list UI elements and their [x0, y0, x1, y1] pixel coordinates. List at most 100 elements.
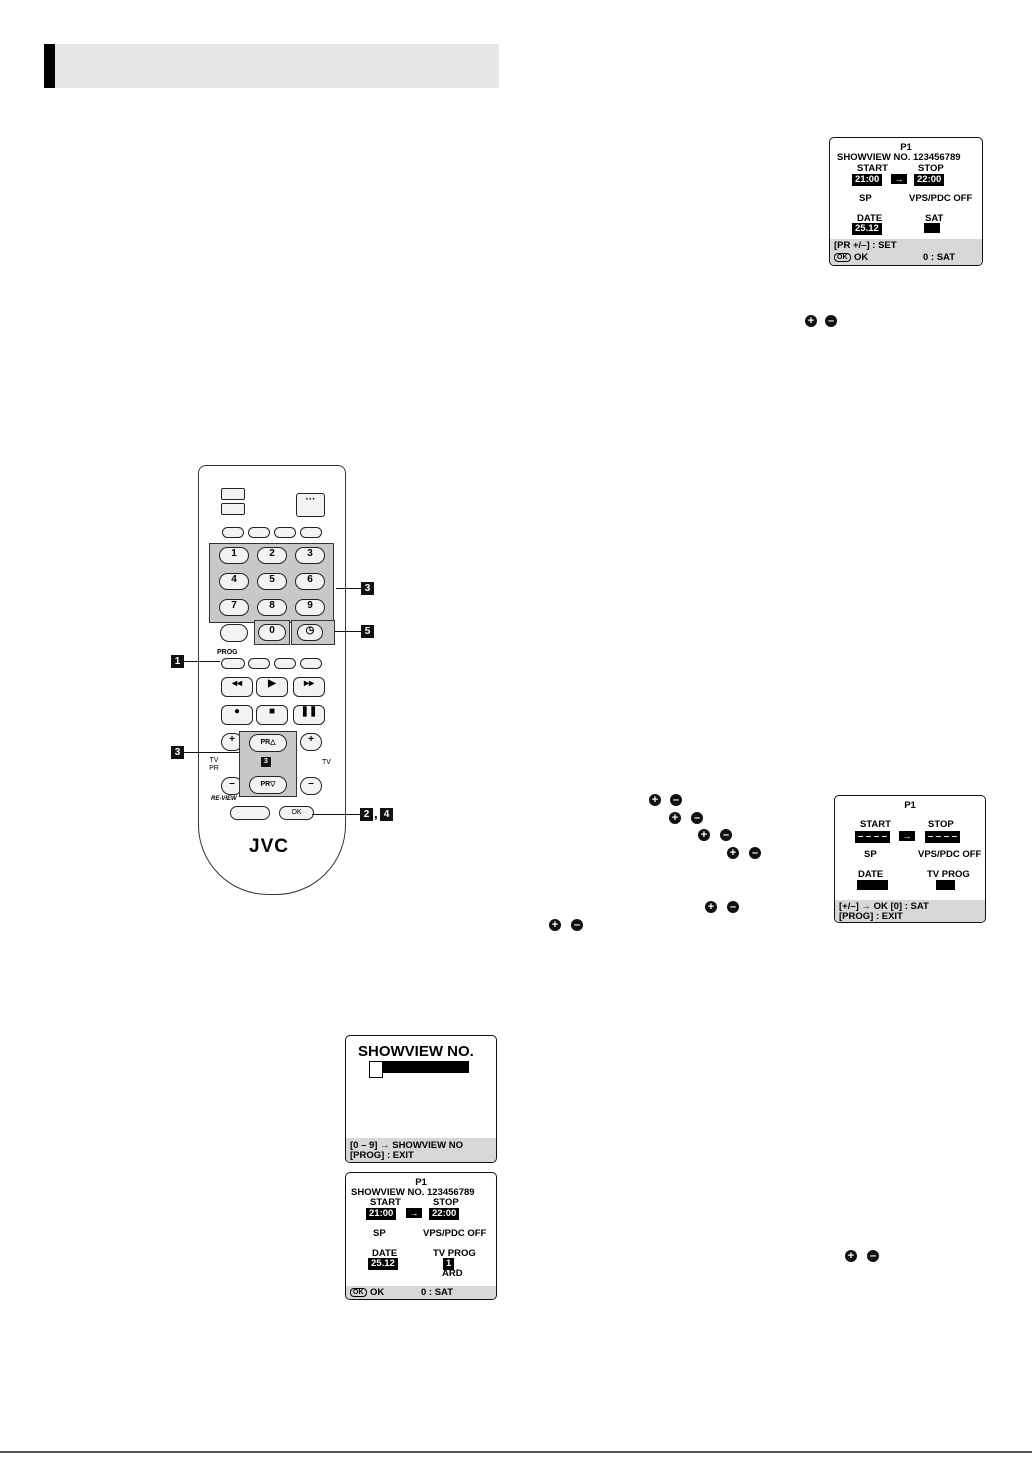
ok-button-icon: OK	[350, 1288, 367, 1297]
remote-menu-button[interactable]: ···	[296, 493, 325, 517]
remote-key-5[interactable]: 5	[257, 573, 287, 590]
pause-button[interactable]: ❚❚	[293, 705, 325, 725]
osd-footer-ok: OK	[854, 252, 869, 263]
osd-sat-label: SAT	[925, 213, 944, 224]
ok-button[interactable]: OK	[279, 806, 314, 820]
callout-1-prog: 1	[171, 655, 184, 668]
callout-leader-3-bottom	[184, 752, 240, 754]
tv-pr-label: TV PR	[209, 757, 219, 772]
section-header-bar	[44, 44, 499, 88]
callout-3-dpad: 3	[171, 746, 184, 759]
osd-footer: [+/–] → OK [0] : SAT [PROG] : EXIT	[835, 900, 985, 922]
plus-circle-icon: +	[649, 794, 661, 806]
osd-footer-sat: 0 : SAT	[923, 252, 956, 263]
minus-circle-icon: –	[825, 315, 837, 327]
remote-key-8[interactable]: 8	[257, 599, 287, 616]
osd-channel: ARD	[442, 1268, 463, 1279]
remote-top-button-2[interactable]	[221, 503, 245, 515]
pr-up-button[interactable]: PR△	[249, 734, 287, 752]
osd-stop-label: STOP	[433, 1197, 459, 1208]
remote-key-9[interactable]: 9	[295, 599, 325, 616]
osd-start-label: START	[860, 819, 891, 830]
osd-footer: [0 – 9] → SHOWVIEW NO [PROG] : EXIT	[346, 1138, 496, 1162]
remote-color-button-2[interactable]	[248, 527, 270, 538]
remote-small-button-3[interactable]	[300, 658, 322, 669]
remote-side-button[interactable]	[220, 624, 248, 642]
osd-footer: OK OK 0 : SAT	[346, 1286, 496, 1299]
osd-vps-pdc: VPS/PDC OFF	[918, 849, 982, 860]
pr-down-button[interactable]: PR▽	[249, 776, 287, 794]
timer-button[interactable]: ◷	[297, 624, 323, 641]
plus-circle-icon: +	[705, 901, 717, 913]
osd-footer: [PR +/–] : SET OK OK 0 : SAT	[830, 239, 982, 265]
callout-3-numpad: 3	[361, 582, 374, 595]
osd-stop-label: STOP	[918, 163, 944, 174]
osd-manual-programme: P1 START STOP – – – – → – – – – SP VPS/P…	[834, 795, 986, 923]
remote-key-0[interactable]: 0	[258, 624, 286, 641]
remote-key-1[interactable]: 1	[219, 547, 249, 564]
tv-vol-minus-button[interactable]: –	[300, 777, 322, 795]
osd-showview-no: SHOWVIEW NO. 123456789	[837, 152, 961, 163]
remote-key-3[interactable]: 3	[295, 547, 325, 564]
osd-stop-time: 22:00	[429, 1208, 460, 1220]
osd-cursor	[369, 1061, 383, 1078]
osd-programme-summary: P1 SHOWVIEW NO. 123456789 START STOP 21:…	[829, 137, 983, 266]
osd-date-label: DATE	[857, 213, 883, 224]
osd-footer-set: [PR +/–] : SET	[834, 240, 897, 251]
osd-tvprog-label: TV PROG	[927, 869, 970, 880]
minus-circle-icon: –	[720, 829, 732, 841]
osd-date-label: DATE	[858, 869, 884, 880]
minus-circle-icon: –	[571, 919, 583, 931]
osd-program: P1	[415, 1177, 427, 1188]
osd-footer-ok: OK	[370, 1287, 385, 1298]
osd-program: P1	[904, 800, 916, 811]
osd-start-time: – – – –	[855, 831, 891, 843]
remote-key-4[interactable]: 4	[219, 573, 249, 590]
osd-date-label: DATE	[372, 1248, 398, 1259]
plus-circle-icon: +	[727, 847, 739, 859]
minus-circle-icon: –	[670, 794, 682, 806]
osd-showview-field	[383, 1061, 469, 1073]
plus-circle-icon: +	[669, 812, 681, 824]
remote-color-button-1[interactable]	[222, 527, 244, 538]
callout-5-timer: 5	[361, 625, 374, 638]
osd-date-field	[857, 880, 888, 890]
dpad-callout: 3	[261, 757, 271, 767]
remote-color-button-4[interactable]	[300, 527, 322, 538]
osd-showview-title: SHOWVIEW NO.	[358, 1043, 474, 1060]
plus-circle-icon: +	[549, 919, 561, 931]
osd-showview-no: SHOWVIEW NO. 123456789	[351, 1187, 475, 1198]
prog-button[interactable]	[221, 658, 245, 669]
plus-circle-icon: +	[805, 315, 817, 327]
review-button[interactable]	[230, 806, 270, 820]
remote-small-button-2[interactable]	[274, 658, 296, 669]
tv-label: TV	[322, 759, 331, 766]
remote-key-7[interactable]: 7	[219, 599, 249, 616]
osd-footer-line2: [PROG] : EXIT	[839, 911, 903, 922]
remote-key-6[interactable]: 6	[295, 573, 325, 590]
plus-circle-icon: +	[698, 829, 710, 841]
arrow-right-icon: →	[891, 174, 907, 184]
remote-color-button-3[interactable]	[274, 527, 296, 538]
remote-top-button-1[interactable]	[221, 488, 245, 500]
review-label: RE-VIEW	[211, 796, 237, 802]
osd-showview-entry: SHOWVIEW NO. [0 – 9] → SHOWVIEW NO [PROG…	[345, 1035, 497, 1163]
play-button[interactable]: ▶	[256, 677, 288, 697]
minus-circle-icon: –	[727, 901, 739, 913]
remote-key-2[interactable]: 2	[257, 547, 287, 564]
osd-stop-label: STOP	[928, 819, 954, 830]
arrow-right-icon: →	[899, 831, 915, 841]
osd-footer-line2: [PROG] : EXIT	[350, 1150, 414, 1161]
osd-footer-line1: [+/–] → OK [0] : SAT	[839, 901, 929, 912]
callout-leader-24	[312, 814, 360, 816]
jvc-logo: JVC	[249, 836, 289, 857]
osd-footer-sat: 0 : SAT	[421, 1287, 454, 1298]
osd-vps-pdc: VPS/PDC OFF	[909, 193, 973, 204]
remote-small-button-1[interactable]	[248, 658, 270, 669]
record-button[interactable]: ●	[221, 705, 253, 725]
tv-vol-plus-button[interactable]: +	[300, 733, 322, 751]
rewind-button[interactable]: ◂◂	[221, 677, 253, 697]
osd-start-label: START	[857, 163, 888, 174]
fast-forward-button[interactable]: ▸▸	[293, 677, 325, 697]
stop-button[interactable]: ■	[256, 705, 288, 725]
